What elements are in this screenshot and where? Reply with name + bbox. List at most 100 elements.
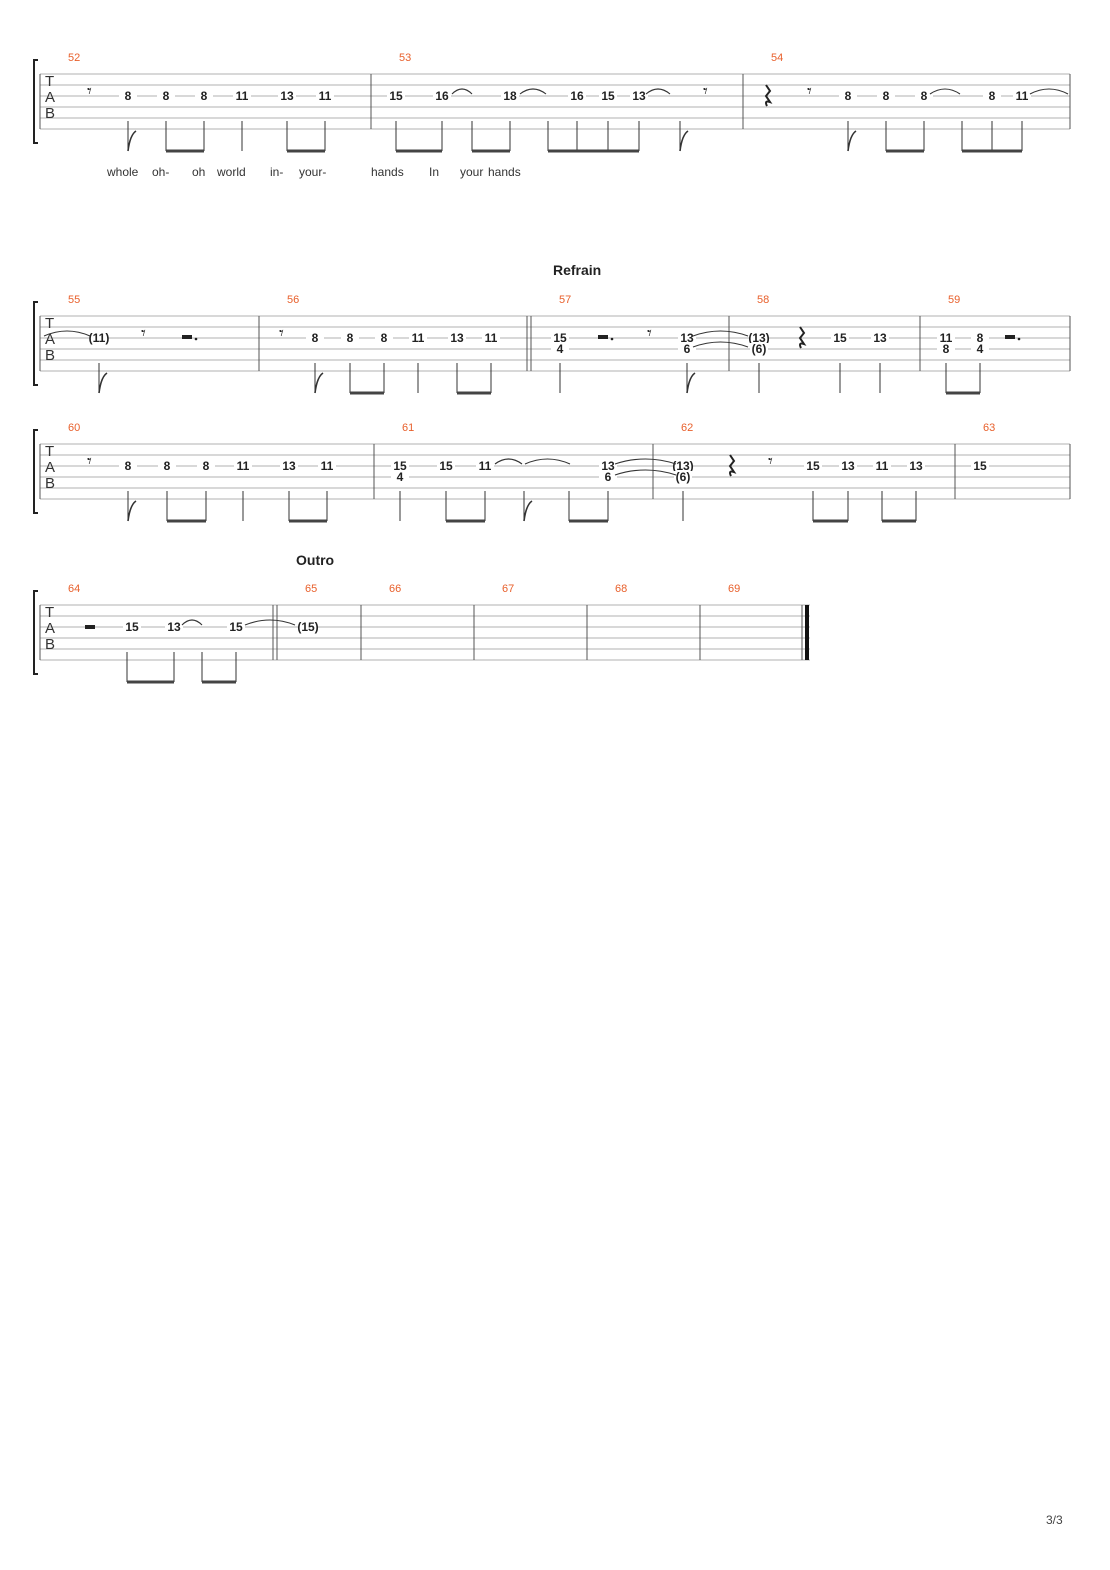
tab-clef-letter: A bbox=[45, 331, 55, 348]
measure-number: 61 bbox=[402, 422, 414, 434]
fret-number: 8 bbox=[163, 89, 170, 103]
fret-knockout bbox=[158, 460, 176, 472]
tab-clef-letter: B bbox=[45, 347, 55, 364]
fret-number: 8 bbox=[943, 342, 950, 356]
tie-arc bbox=[244, 619, 296, 626]
lyric-syllable: oh bbox=[192, 165, 205, 179]
fret-number: 15 bbox=[973, 459, 987, 473]
tie-arc bbox=[614, 469, 677, 476]
fret-knockout bbox=[678, 332, 696, 344]
whole-rest bbox=[85, 625, 95, 629]
fret-number: 8 bbox=[883, 89, 890, 103]
fret-number: 8 bbox=[845, 89, 852, 103]
fret-number: (6) bbox=[676, 470, 691, 484]
tab-clef-letter: B bbox=[45, 105, 55, 122]
tie-arc bbox=[43, 330, 91, 337]
fret-knockout bbox=[871, 332, 889, 344]
note-flag bbox=[686, 372, 696, 394]
fret-number: 11 bbox=[321, 459, 334, 473]
tie-arc bbox=[692, 341, 749, 348]
fret-knockout bbox=[971, 460, 989, 472]
lyric-syllable: your- bbox=[299, 165, 326, 179]
quarter-rest bbox=[764, 84, 773, 107]
fret-number: 8 bbox=[312, 331, 319, 345]
fret-number: 8 bbox=[381, 331, 388, 345]
fret-knockout bbox=[678, 343, 696, 355]
measure-number: 53 bbox=[399, 52, 411, 64]
tab-clef-letter: B bbox=[45, 636, 55, 653]
fret-number: 15 bbox=[389, 89, 403, 103]
fret-knockout bbox=[831, 332, 849, 344]
measure-number: 65 bbox=[305, 583, 317, 595]
measure-number: 68 bbox=[615, 583, 627, 595]
measure-number: 66 bbox=[389, 583, 401, 595]
measure-number: 64 bbox=[68, 583, 80, 595]
half-rest bbox=[598, 335, 608, 339]
fret-knockout bbox=[839, 460, 857, 472]
page-number: 3/3 bbox=[1046, 1513, 1063, 1527]
tie-arc bbox=[614, 458, 677, 465]
fret-knockout bbox=[750, 343, 768, 355]
fret-knockout bbox=[437, 460, 455, 472]
lyric-syllable: oh- bbox=[152, 165, 169, 179]
fret-knockout bbox=[409, 332, 427, 344]
dot bbox=[1017, 337, 1021, 341]
fret-knockout bbox=[971, 343, 989, 355]
quarter-rest bbox=[728, 454, 737, 477]
fret-knockout bbox=[195, 90, 213, 102]
eighth-rest: 𝄾 bbox=[279, 323, 284, 344]
lyric-syllable: whole bbox=[106, 165, 139, 179]
fret-number: 11 bbox=[319, 89, 332, 103]
tab-clef-letter: A bbox=[45, 620, 55, 637]
lyric-syllable: hands bbox=[371, 165, 404, 179]
fret-number: 13 bbox=[282, 459, 296, 473]
fret-number: 15 bbox=[393, 459, 407, 473]
lyric-syllable: world bbox=[216, 165, 246, 179]
fret-knockout bbox=[568, 90, 586, 102]
fret-number: 8 bbox=[203, 459, 210, 473]
fret-knockout bbox=[937, 332, 955, 344]
fret-number: 13 bbox=[280, 89, 294, 103]
fret-number: 13 bbox=[450, 331, 464, 345]
fret-number: 11 bbox=[237, 459, 250, 473]
fret-number: 11 bbox=[412, 331, 425, 345]
tie-arc bbox=[494, 458, 523, 465]
measure-number: 69 bbox=[728, 583, 740, 595]
fret-knockout bbox=[391, 460, 409, 472]
system-bracket bbox=[33, 59, 38, 144]
fret-number: 6 bbox=[684, 342, 691, 356]
fret-knockout bbox=[341, 332, 359, 344]
fret-knockout bbox=[157, 90, 175, 102]
lyric-syllable: In bbox=[429, 165, 439, 179]
fret-knockout bbox=[316, 90, 334, 102]
measure-number: 67 bbox=[502, 583, 514, 595]
fret-number: 15 bbox=[806, 459, 820, 473]
dot bbox=[194, 337, 198, 341]
note-flag bbox=[314, 372, 324, 394]
tie-arc bbox=[451, 88, 473, 95]
measure-number: 56 bbox=[287, 294, 299, 306]
fret-number: 8 bbox=[125, 459, 132, 473]
eighth-rest: 𝄾 bbox=[141, 323, 146, 344]
fret-number: (15) bbox=[297, 620, 318, 634]
fret-knockout bbox=[873, 460, 891, 472]
fret-knockout bbox=[482, 332, 500, 344]
fret-number: 15 bbox=[553, 331, 567, 345]
fret-knockout bbox=[877, 90, 895, 102]
lyric-syllable: hands bbox=[488, 165, 521, 179]
fret-number: 15 bbox=[601, 89, 615, 103]
note-flag bbox=[127, 130, 137, 152]
fret-knockout bbox=[630, 90, 648, 102]
fret-number: 15 bbox=[439, 459, 453, 473]
fret-knockout bbox=[119, 460, 137, 472]
fret-knockout bbox=[165, 621, 183, 633]
measure-number: 55 bbox=[68, 294, 80, 306]
measure-number: 57 bbox=[559, 294, 571, 306]
note-flag bbox=[847, 130, 857, 152]
fret-number: 11 bbox=[940, 331, 953, 345]
eighth-rest: 𝄾 bbox=[768, 451, 773, 472]
fret-knockout bbox=[197, 460, 215, 472]
final-barline-thick bbox=[805, 605, 809, 660]
fret-knockout bbox=[90, 332, 108, 344]
